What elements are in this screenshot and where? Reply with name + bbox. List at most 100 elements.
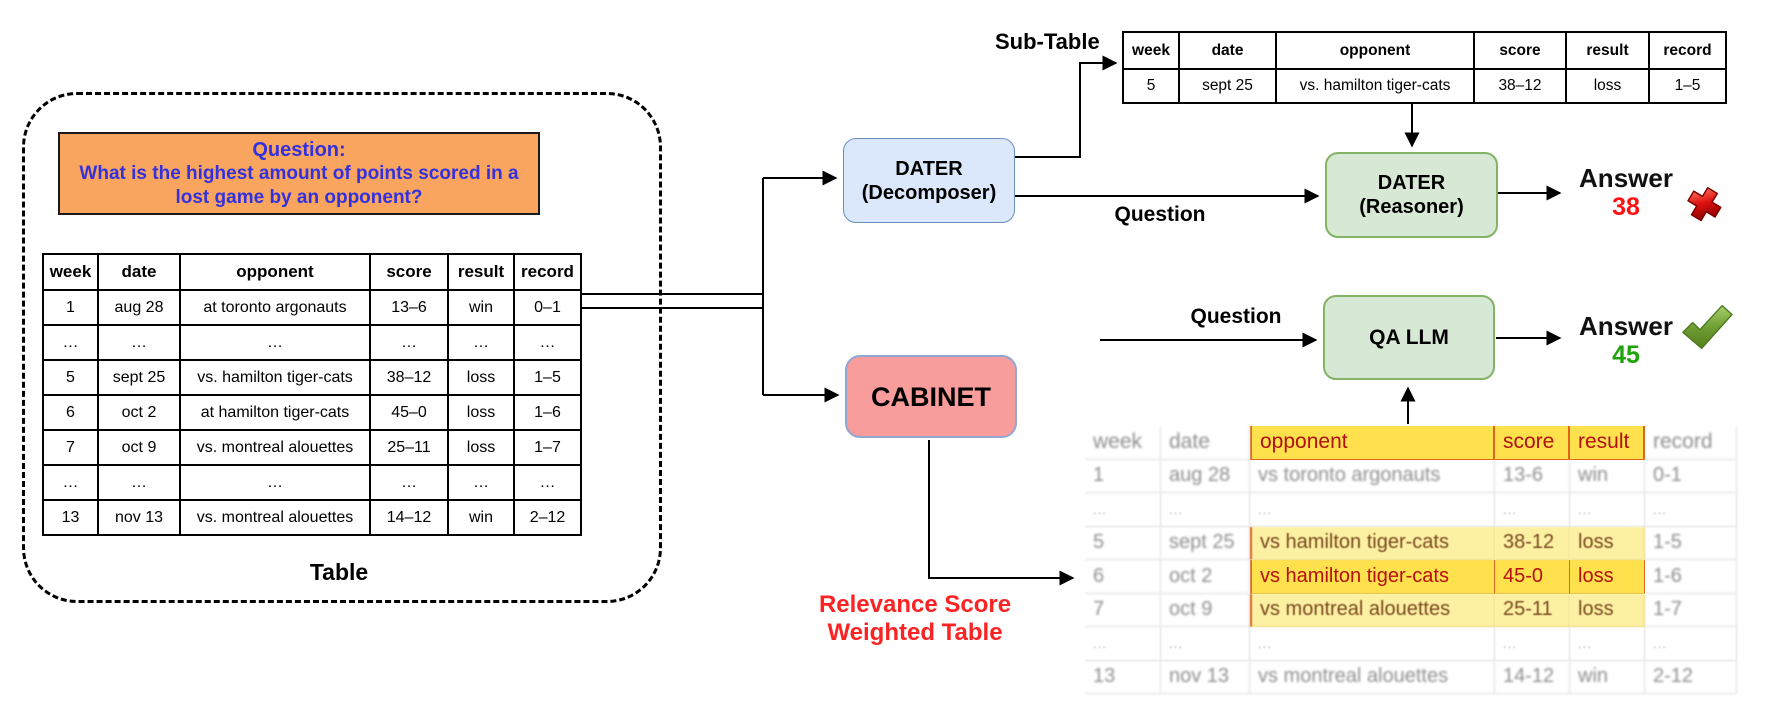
answer-group-cabinet: Answer 45 (1577, 311, 1675, 369)
table-cell: vs hamilton tiger-cats (1250, 560, 1495, 594)
table-cell: 13 (44, 501, 99, 536)
table-cell: aug 28 (99, 291, 181, 326)
table-cell: oct 2 (99, 396, 181, 431)
table-cell: 1–5 (1650, 70, 1727, 104)
table-cell: ... (1161, 627, 1250, 661)
table-cell: ... (1495, 627, 1570, 661)
table-cell: 5 (44, 361, 99, 396)
table-cell: 13-6 (1495, 459, 1570, 493)
relevance-label-line1: Relevance Score (818, 591, 1012, 618)
table-cell: nov 13 (99, 501, 181, 536)
sub-table-label: Sub-Table (995, 29, 1100, 54)
table-header-cell: record (515, 255, 582, 291)
table-cell: 25-11 (1495, 593, 1570, 627)
table-cell: … (99, 326, 181, 361)
table-cell: loss (1570, 560, 1645, 594)
table-cell: oct 2 (1161, 560, 1250, 594)
question-box: Question: What is the highest amount of … (58, 132, 540, 215)
cabinet-box: CABINET (845, 355, 1017, 438)
table-header-cell: record (1650, 33, 1727, 70)
table-cell: 13 (1085, 660, 1161, 694)
table-cell: 14–12 (371, 501, 449, 536)
table-cell: aug 28 (1161, 459, 1250, 493)
dater-reasoner-title: DATER (1377, 172, 1446, 194)
table-cell: 1-5 (1645, 526, 1737, 560)
dater-reasoner-box: DATER (Reasoner) (1325, 152, 1498, 238)
answer-label-dater: Answer (1579, 163, 1673, 193)
table-cell: 25–11 (371, 431, 449, 466)
table-cell: oct 9 (99, 431, 181, 466)
wrong-cross-icon (1675, 176, 1736, 238)
dater-decomposer-title: DATER (895, 157, 963, 180)
table-cell: 45-0 (1495, 560, 1570, 594)
table-cell: vs. hamilton tiger-cats (1277, 70, 1475, 104)
table-cell: … (449, 466, 515, 501)
table-cell: 5 (1124, 70, 1180, 104)
table-cell: … (371, 466, 449, 501)
table-cell: 38-12 (1495, 526, 1570, 560)
question-text: What is the highest amount of points sco… (79, 162, 519, 208)
table-header-cell: opponent (1250, 426, 1495, 460)
answer-group-dater: Answer 38 (1577, 163, 1675, 221)
table-cell: vs montreal alouettes (1250, 660, 1495, 694)
table-cell: nov 13 (1161, 660, 1250, 694)
table-header-cell: result (1570, 426, 1645, 460)
table-cell: loss (449, 396, 515, 431)
table-cell: 38–12 (1475, 70, 1567, 104)
table-cell: 5 (1085, 526, 1161, 560)
table-cell: ... (1250, 627, 1495, 661)
qa-llm-box: QA LLM (1323, 295, 1495, 380)
table-cell: 6 (44, 396, 99, 431)
table-cell: sept 25 (1180, 70, 1277, 104)
table-cell: 1–6 (515, 396, 582, 431)
table-cell: win (449, 501, 515, 536)
table-cell: win (1570, 660, 1645, 694)
cabinet-title: CABINET (871, 381, 991, 412)
table-header-cell: score (1495, 426, 1570, 460)
table-cell: ... (1570, 627, 1645, 661)
table-cell: loss (449, 361, 515, 396)
table-cell: 38–12 (371, 361, 449, 396)
table-cell: … (449, 326, 515, 361)
answer-value-cabinet: 45 (1612, 341, 1640, 369)
table-header-cell: opponent (1277, 33, 1475, 70)
table-cell: … (44, 466, 99, 501)
table-cell: 1 (1085, 459, 1161, 493)
table-header-cell: date (1180, 33, 1277, 70)
dater-decomposer-subtitle: (Decomposer) (861, 181, 997, 204)
table-cell: vs hamilton tiger-cats (1250, 526, 1495, 560)
question-title: Question: (252, 138, 346, 161)
table-cell: 6 (1085, 560, 1161, 594)
table-cell: 14-12 (1495, 660, 1570, 694)
dater-decomposer-box: DATER (Decomposer) (843, 138, 1015, 223)
table-header-cell: week (1085, 426, 1161, 460)
input-panel (22, 92, 662, 603)
table-cell: 7 (1085, 593, 1161, 627)
table-cell: vs. montreal alouettes (181, 501, 371, 536)
table-header-cell: result (449, 255, 515, 291)
qa-llm-title: QA LLM (1369, 325, 1449, 349)
table-cell: 1–5 (515, 361, 582, 396)
table-cell: … (515, 326, 582, 361)
table-cell: ... (1495, 493, 1570, 527)
table-cell: ... (1645, 627, 1737, 661)
table-cell: ... (1085, 627, 1161, 661)
table-header-cell: result (1567, 33, 1650, 70)
table-cell: at toronto argonauts (181, 291, 371, 326)
table-cell: 13–6 (371, 291, 449, 326)
table-cell: ... (1250, 493, 1495, 527)
table-header-cell: score (1475, 33, 1567, 70)
question-arrow-label-bottom: Question (1190, 305, 1282, 328)
table-cell: ... (1645, 493, 1737, 527)
table-cell: … (181, 466, 371, 501)
table-cell: 1-6 (1645, 560, 1737, 594)
table-cell: … (99, 466, 181, 501)
table-header-cell: score (371, 255, 449, 291)
table-cell: ... (1570, 493, 1645, 527)
table-cell: … (181, 326, 371, 361)
relevance-label-line2: Weighted Table (827, 619, 1003, 646)
table-cell: ... (1161, 493, 1250, 527)
table-cell: loss (1570, 593, 1645, 627)
table-cell: … (371, 326, 449, 361)
